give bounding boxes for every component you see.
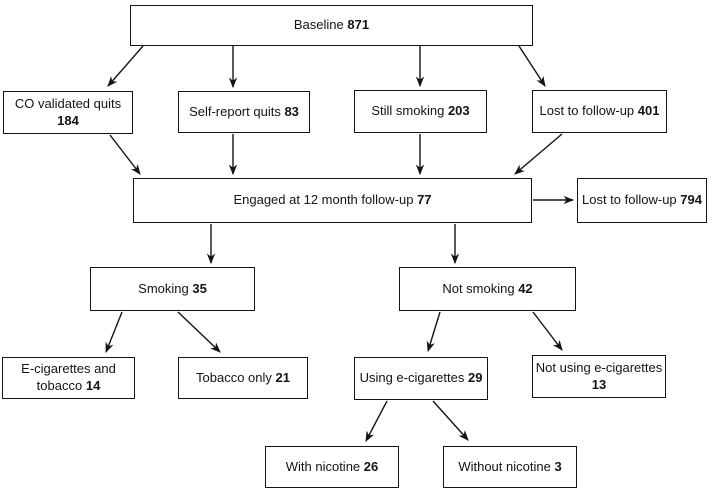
node-value: 42 <box>518 280 533 296</box>
node-value: 29 <box>467 370 483 386</box>
arrow-using-e-cigarettes-to-without-nicotine <box>432 400 469 441</box>
node-without-nicotine: Without nicotine 3 <box>443 446 577 488</box>
node-label: E-cigarettes and tobacco <box>21 361 116 393</box>
node-baseline: Baseline 871 <box>130 5 533 46</box>
node-lost-to-follow-up-401: Lost to follow-up 401 <box>532 90 667 133</box>
node-label: Tobacco only <box>196 369 272 385</box>
arrow-using-e-cigarettes-to-with-nicotine <box>365 400 388 442</box>
arrow-not-smoking-to-not-using-e-cigarettes <box>532 311 563 351</box>
node-label: With nicotine <box>285 458 361 474</box>
arrow-smoking-to-tobacco-only <box>177 311 221 353</box>
arrow-smoking-to-e-cigarettes-tobacco <box>105 311 123 354</box>
node-using-e-cigarettes: Using e-cigarettes 29 <box>354 357 488 400</box>
node-label: Not using e-cigarettes <box>535 359 663 375</box>
node-with-nicotine: With nicotine 26 <box>265 446 399 488</box>
node-lost-to-follow-up-794: Lost to follow-up 794 <box>577 178 707 223</box>
node-still-smoking: Still smoking 203 <box>354 90 487 133</box>
arrow-baseline-to-lost-to-follow-up-401 <box>518 45 546 87</box>
node-value: 3 <box>554 458 562 474</box>
node-value: 14 <box>85 378 101 393</box>
node-self-report-quits: Self-report quits 83 <box>178 91 310 133</box>
node-label: CO validated quits <box>14 95 122 111</box>
node-label: Still smoking <box>371 103 445 119</box>
node-value: 77 <box>417 192 432 208</box>
node-label: Self-report quits <box>189 103 281 119</box>
node-not-using-e-cigarettes: Not using e-cigarettes 13 <box>532 355 666 398</box>
node-smoking: Smoking 35 <box>90 267 255 311</box>
node-value: 26 <box>363 458 379 474</box>
node-value: 794 <box>680 192 702 208</box>
arrow-lost-to-follow-up-401-to-engaged-12-month <box>514 133 563 175</box>
node-label: Lost to follow-up <box>539 103 635 119</box>
node-engaged-12-month: Engaged at 12 month follow-up 77 <box>133 178 532 223</box>
node-label: Engaged at 12 month follow-up <box>233 192 414 208</box>
node-label: Using e-cigarettes <box>359 370 465 386</box>
node-value: 401 <box>637 103 660 119</box>
node-label: Not smoking <box>442 280 515 296</box>
node-value: 203 <box>447 103 470 119</box>
node-value: 35 <box>192 280 207 296</box>
node-label: Without nicotine <box>458 458 551 474</box>
node-value: 871 <box>347 17 370 33</box>
node-not-smoking: Not smoking 42 <box>399 267 576 311</box>
node-e-cigarettes-tobacco: E-cigarettes and tobacco 14 <box>2 357 135 399</box>
node-tobacco-only: Tobacco only 21 <box>178 357 308 399</box>
arrow-co-validated-quits-to-engaged-12-month <box>109 134 141 175</box>
node-co-validated-quits: CO validated quits 184 <box>3 91 133 134</box>
node-value: 184 <box>57 112 79 128</box>
arrow-baseline-to-co-validated-quits <box>107 45 144 87</box>
node-label: Baseline <box>293 17 344 33</box>
node-label: Lost to follow-up <box>582 192 677 208</box>
arrow-not-smoking-to-using-e-cigarettes <box>426 311 441 353</box>
node-label: Smoking <box>138 280 189 296</box>
node-value: 21 <box>275 369 290 385</box>
node-value: 13 <box>591 376 607 392</box>
node-value: 83 <box>284 103 299 119</box>
